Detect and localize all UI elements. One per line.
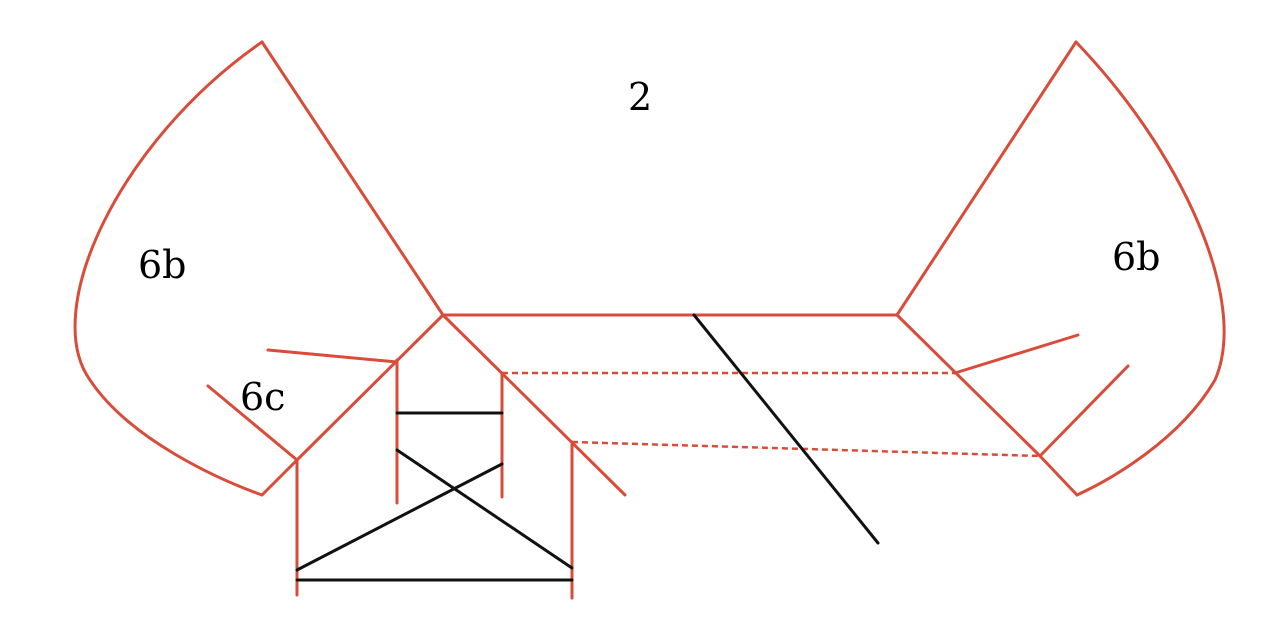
label-left-lobe: 6b bbox=[138, 243, 187, 287]
right-lobe-lower-edge bbox=[1038, 454, 1079, 497]
black-diagonal-a bbox=[395, 448, 574, 570]
label-left-small: 6c bbox=[240, 375, 285, 419]
black-diagonal-b bbox=[295, 462, 504, 572]
dashed-connector-lower bbox=[571, 440, 1041, 458]
right-diagonal bbox=[895, 313, 1042, 458]
left-spur-lower bbox=[206, 384, 299, 462]
left-lobe-lower-edge bbox=[260, 458, 299, 497]
right-lobe-outline bbox=[1074, 40, 1226, 497]
right-spur-top bbox=[953, 333, 1080, 375]
left-lobe-outline bbox=[73, 40, 264, 497]
label-right-lobe: 6b bbox=[1112, 235, 1161, 279]
black-long-diagonal bbox=[692, 313, 880, 545]
right-lobe-upper-edge bbox=[895, 40, 1078, 317]
left-spur-top bbox=[266, 348, 399, 364]
right-spur-lower bbox=[1038, 364, 1130, 458]
left-lobe-upper-edge bbox=[260, 40, 445, 317]
label-top-center: 2 bbox=[628, 75, 652, 119]
left-diagonal-inner bbox=[441, 313, 627, 497]
left-diagonal-outer bbox=[295, 313, 445, 462]
